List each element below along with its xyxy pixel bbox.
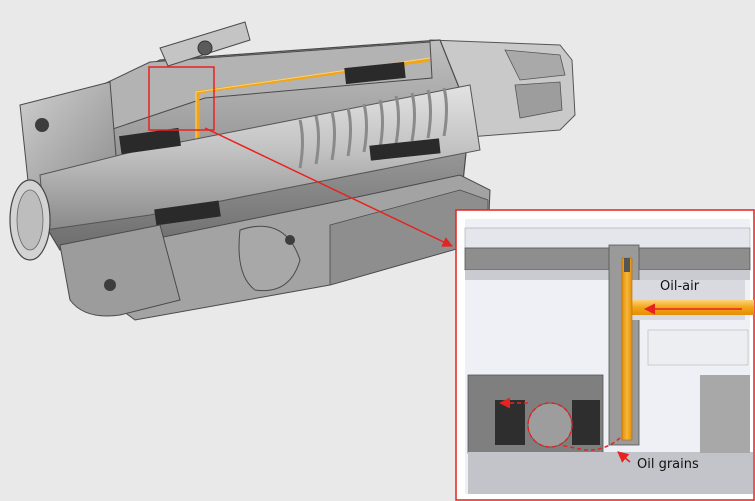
detail-panel [455,209,755,501]
bearing-rear-lower [369,138,441,161]
bearing-lower [154,200,221,226]
callout-leader-arrow [204,127,453,247]
bearing-rear-upper [344,61,406,85]
ball-screw-threads [298,87,448,169]
bearing-upper [119,127,181,155]
front-flange-lower [59,224,181,317]
oil-grain-zone [527,402,573,448]
label-oil-grains: Oil grains [637,457,699,472]
oil-grains-pointer-arrow [617,451,631,463]
round-flange-end [238,225,301,292]
detail-highlight-box [148,66,215,131]
detail-oil-line-vertical [621,257,633,441]
detail-oil-line-horizontal [632,300,754,315]
label-oil-air: Oil-air [660,279,700,294]
